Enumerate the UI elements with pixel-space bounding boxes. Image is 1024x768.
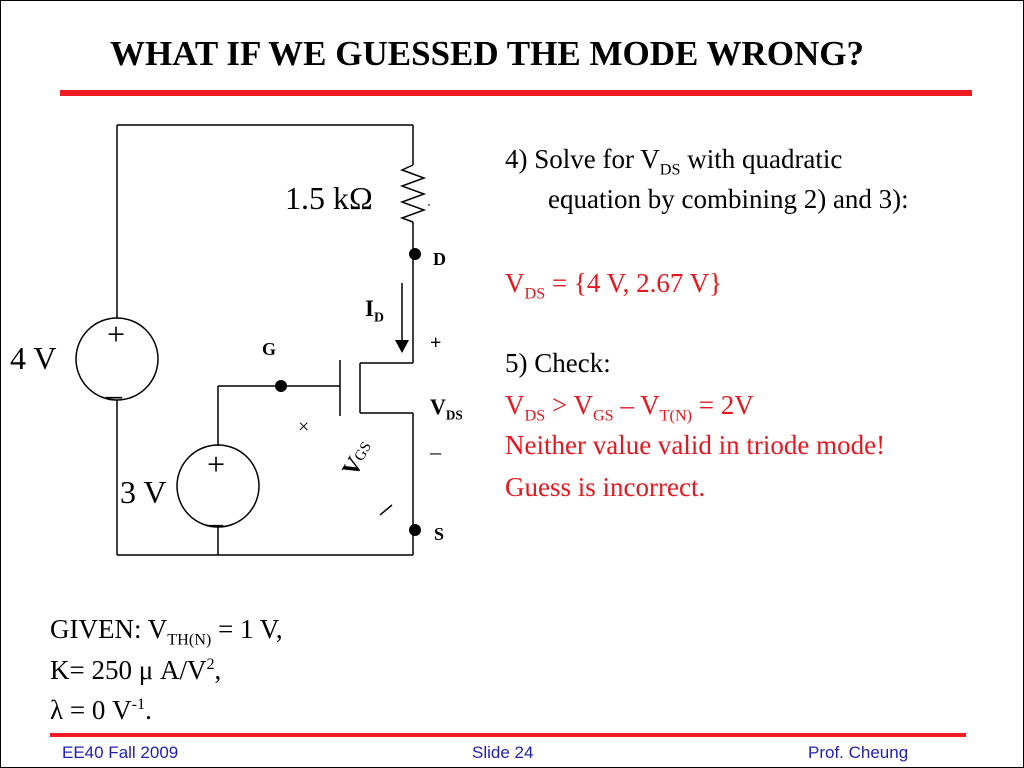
resistor-label: 1.5 kΩ [285, 180, 373, 216]
vds-minus: – [430, 439, 441, 464]
footer-course: EE40 Fall 2009 [62, 743, 179, 762]
vds-label: VDS [430, 394, 463, 423]
node-g-label: G [262, 339, 277, 359]
vgs-plus: × [298, 416, 310, 438]
step-5-line: 5) Check: [505, 348, 611, 378]
supply-3v-minus: – [207, 504, 223, 540]
supply-4v-label: 4 V [10, 340, 57, 376]
footer-rule [50, 733, 966, 737]
title-underline [60, 90, 972, 96]
supply-4v-minus: – [106, 376, 122, 412]
vds-plus: + [430, 332, 442, 354]
supply-4v-plus: + [107, 316, 126, 352]
vgs-label: VGS [338, 436, 379, 481]
node-s-label: S [434, 524, 445, 544]
footer-author: Prof. Cheung [808, 743, 909, 762]
check-inequality: VDS > VGS – VT(N) = 2V [505, 390, 754, 425]
given-vth: GIVEN: VTH(N) = 1 V, [50, 614, 283, 649]
node-g-dot [275, 380, 287, 392]
slide-title: WHAT IF WE GUESSED THE MODE WRONG? [110, 34, 864, 73]
id-label: ID [365, 296, 384, 325]
conclusion-line1: Neither value valid in triode mode! [505, 430, 886, 460]
footer-slide-number: Slide 24 [472, 743, 534, 762]
given-lambda: λ = 0 V-1. [50, 695, 152, 725]
node-d-label: D [433, 249, 446, 269]
supply-3v-circle [176, 444, 260, 528]
conclusion-line2: Guess is incorrect. [505, 472, 706, 502]
step-4-line1: 4) Solve for VDS with quadratic [505, 144, 843, 179]
given-k: K= 250 μ A/V2, [50, 655, 222, 685]
id-arrow-head [395, 340, 409, 353]
vgs-minus-mark [379, 504, 393, 516]
node-d-dot [409, 248, 421, 260]
supply-3v-label: 3 V [120, 474, 167, 510]
node-s-dot [409, 524, 421, 536]
resistor-zigzag [399, 164, 427, 223]
step-4-line2: equation by combining 2) and 3): [548, 184, 909, 214]
supply-4v-circle [75, 317, 159, 401]
supply-3v-plus: + [207, 446, 226, 482]
result-vds: VDS = {4 V, 2.67 V} [505, 268, 723, 303]
